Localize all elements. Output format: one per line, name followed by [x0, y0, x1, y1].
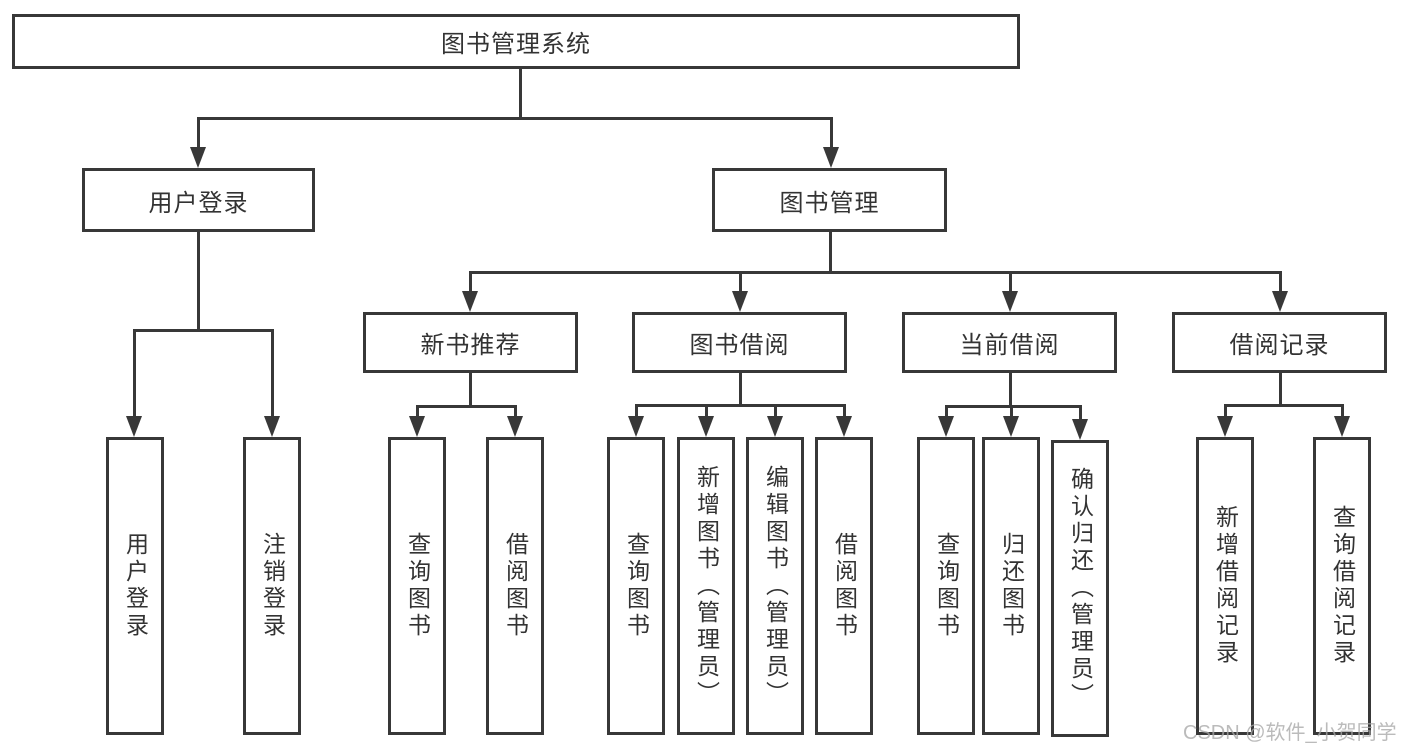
connector-line	[519, 69, 522, 118]
connector-line	[514, 405, 517, 418]
connector-line	[1079, 405, 1082, 421]
connector-line	[1279, 271, 1282, 293]
connector-line	[739, 271, 742, 293]
arrowhead-icon	[938, 416, 954, 437]
leaf-current-confirm-return-admin: 确认归还（管理员）	[1051, 440, 1109, 737]
arrowhead-icon	[409, 416, 425, 437]
connector-line	[635, 404, 846, 407]
arrowhead-icon	[1002, 291, 1018, 312]
arrowhead-icon	[1272, 291, 1288, 312]
connector-line	[469, 373, 472, 406]
leaf-label: 借阅图书	[502, 532, 529, 640]
connector-line	[830, 117, 833, 149]
leaf-label: 编辑图书（管理员）	[762, 464, 789, 708]
arrowhead-icon	[462, 291, 478, 312]
connector-line	[416, 405, 517, 408]
leaf-label: 用户登录	[122, 532, 149, 640]
leaf-label: 查询图书	[933, 532, 960, 640]
leaf-label: 借阅图书	[831, 532, 858, 640]
leaf-recommend-query-books: 查询图书	[388, 437, 446, 735]
connector-line	[945, 405, 1082, 408]
arrowhead-icon	[767, 416, 783, 437]
leaf-borrowing-borrow-books: 借阅图书	[815, 437, 873, 735]
connector-line	[197, 232, 200, 330]
connector-line	[829, 232, 832, 272]
leaf-logout: 注销登录	[243, 437, 301, 735]
arrowhead-icon	[507, 416, 523, 437]
connector-line	[133, 329, 136, 418]
connector-line	[133, 329, 274, 332]
arrowhead-icon	[126, 416, 142, 437]
leaf-label: 注销登录	[259, 532, 286, 640]
connector-line	[271, 329, 274, 418]
connector-line	[1010, 405, 1013, 418]
node-current-borrowing: 当前借阅	[902, 312, 1117, 373]
arrowhead-icon	[836, 416, 852, 437]
leaf-label: 查询图书	[623, 532, 650, 640]
node-book-borrowing: 图书借阅	[632, 312, 847, 373]
connector-line	[774, 404, 777, 418]
connector-line	[945, 405, 948, 418]
leaf-borrowing-query-books: 查询图书	[607, 437, 665, 735]
leaf-label: 查询图书	[404, 532, 431, 640]
connector-line	[705, 404, 708, 418]
arrowhead-icon	[190, 147, 206, 168]
connector-line	[416, 405, 419, 418]
node-book-management: 图书管理	[712, 168, 947, 232]
leaf-label: 确认归还（管理员）	[1067, 467, 1094, 710]
connector-line	[469, 271, 1282, 274]
arrowhead-icon	[628, 416, 644, 437]
connector-line	[1009, 271, 1012, 293]
arrowhead-icon	[1072, 419, 1088, 440]
leaf-borrowing-add-books-admin: 新增图书（管理员）	[677, 437, 735, 735]
arrowhead-icon	[264, 416, 280, 437]
connector-line	[1224, 404, 1344, 407]
arrowhead-icon	[823, 147, 839, 168]
leaf-current-return-books: 归还图书	[982, 437, 1040, 735]
connector-line	[1224, 404, 1227, 418]
connector-line	[197, 117, 200, 149]
leaf-label: 归还图书	[998, 532, 1025, 640]
leaf-label: 新增图书（管理员）	[693, 464, 720, 708]
leaf-records-query-record: 查询借阅记录	[1313, 437, 1371, 735]
leaf-current-query-books: 查询图书	[917, 437, 975, 735]
connector-line	[635, 404, 638, 418]
connector-line	[469, 271, 472, 293]
arrowhead-icon	[1334, 416, 1350, 437]
arrowhead-icon	[1003, 416, 1019, 437]
leaf-recommend-borrow-books: 借阅图书	[486, 437, 544, 735]
connector-line	[843, 404, 846, 418]
connector-line	[1009, 373, 1012, 406]
connector-line	[1279, 373, 1282, 405]
leaf-borrowing-edit-books-admin: 编辑图书（管理员）	[746, 437, 804, 735]
leaf-label: 查询借阅记录	[1329, 505, 1356, 667]
connector-line	[739, 373, 742, 405]
arrowhead-icon	[1217, 416, 1233, 437]
node-user-login: 用户登录	[82, 168, 315, 232]
node-root-library-system: 图书管理系统	[12, 14, 1020, 69]
node-borrowing-records: 借阅记录	[1172, 312, 1387, 373]
arrowhead-icon	[698, 416, 714, 437]
leaf-user-login: 用户登录	[106, 437, 164, 735]
arrowhead-icon	[732, 291, 748, 312]
leaf-records-add-record: 新增借阅记录	[1196, 437, 1254, 735]
node-new-book-recommend: 新书推荐	[363, 312, 578, 373]
watermark-text: CSDN @软件_小贺同学	[1183, 722, 1397, 744]
leaf-label: 新增借阅记录	[1212, 505, 1239, 667]
connector-line	[1341, 404, 1344, 418]
connector-line	[197, 117, 833, 120]
